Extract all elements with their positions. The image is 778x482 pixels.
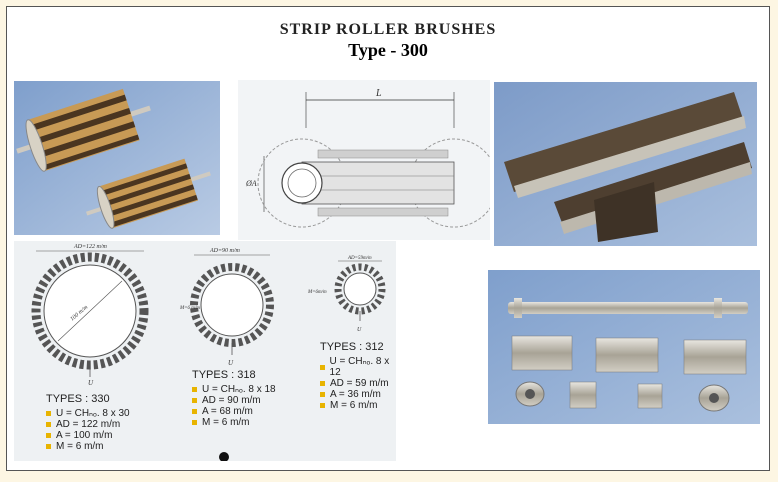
- roller-brushes-photo: [14, 81, 220, 235]
- shaft-components-photo: [488, 270, 760, 424]
- types-318-title: TYPES : 318: [192, 369, 256, 381]
- types-312-title: TYPES : 312: [320, 341, 384, 353]
- spec-line: A = 100 m/m: [56, 430, 113, 441]
- bullet-icon: [320, 403, 325, 408]
- ad-label-330: AD=122 m/m: [73, 244, 108, 250]
- spec-line: U = CHₙₒ. 8 x 12: [329, 356, 390, 378]
- types-330-title: TYPES : 330: [46, 393, 110, 405]
- bullet-icon: [192, 387, 197, 392]
- m-label-318: M=6 m/m: [179, 306, 200, 311]
- types-312-spec: TYPES : 312 U = CHₙₒ. 8 x 12 AD = 59 m/m…: [320, 341, 396, 411]
- spec-line: A = 36 m/m: [330, 389, 381, 400]
- page-subtitle: Type - 300: [348, 40, 428, 60]
- page-title: STRIP ROLLER BRUSHES: [279, 21, 497, 38]
- spec-line: AD = 59 m/m: [330, 378, 389, 389]
- spec-line: M = 6 m/m: [202, 417, 250, 428]
- diameter-label: ØA: [245, 179, 257, 188]
- profile-318-drawing: [190, 254, 274, 355]
- bullet-icon: [192, 420, 197, 425]
- bullet-icon: [320, 381, 325, 386]
- spec-line: U = CHₙₒ. 8 x 30: [56, 408, 130, 419]
- bullet-icon: [46, 433, 51, 438]
- profile-330-drawing: [31, 250, 149, 377]
- spec-line: AD = 122 m/m: [56, 419, 121, 430]
- types-330-spec: TYPES : 330 U = CHₙₒ. 8 x 30 AD = 122 m/…: [46, 393, 130, 452]
- bullet-icon: [46, 422, 51, 427]
- catalog-page: STRIP ROLLER BRUSHES Type - 300: [6, 6, 770, 471]
- spec-line: U = CHₙₒ. 8 x 18: [202, 384, 276, 395]
- spec-line: AD = 90 m/m: [202, 395, 261, 406]
- u-label-312: U: [357, 327, 362, 333]
- spec-line: M = 6 m/m: [56, 441, 104, 452]
- ad-label-312: AD=59m/m: [347, 256, 372, 261]
- strip-brushes-photo: [494, 82, 757, 246]
- ad-label-318: AD=90 m/m: [209, 248, 241, 254]
- bullet-icon: [46, 411, 51, 416]
- roller-technical-drawing: L ØA: [238, 80, 490, 240]
- m-label-312: M=6m/m: [307, 290, 327, 295]
- bullet-icon: [46, 444, 51, 449]
- bullet-icon: [320, 392, 325, 397]
- bullet-icon: [320, 364, 325, 370]
- spec-line: A = 68 m/m: [202, 406, 253, 417]
- spec-line: M = 6 m/m: [330, 400, 378, 411]
- cross-section-profiles: AD=122 m/m 100 m/m U AD=90 m/m M=6 m/m U…: [14, 241, 396, 461]
- types-318-spec: TYPES : 318 U = CHₙₒ. 8 x 18 AD = 90 m/m…: [192, 369, 276, 428]
- length-label: L: [375, 88, 382, 99]
- profile-312-drawing: [334, 260, 386, 321]
- u-label-318: U: [228, 359, 234, 367]
- bullet-icon: [192, 409, 197, 414]
- u-label-330: U: [88, 379, 94, 387]
- bullet-icon: [192, 398, 197, 403]
